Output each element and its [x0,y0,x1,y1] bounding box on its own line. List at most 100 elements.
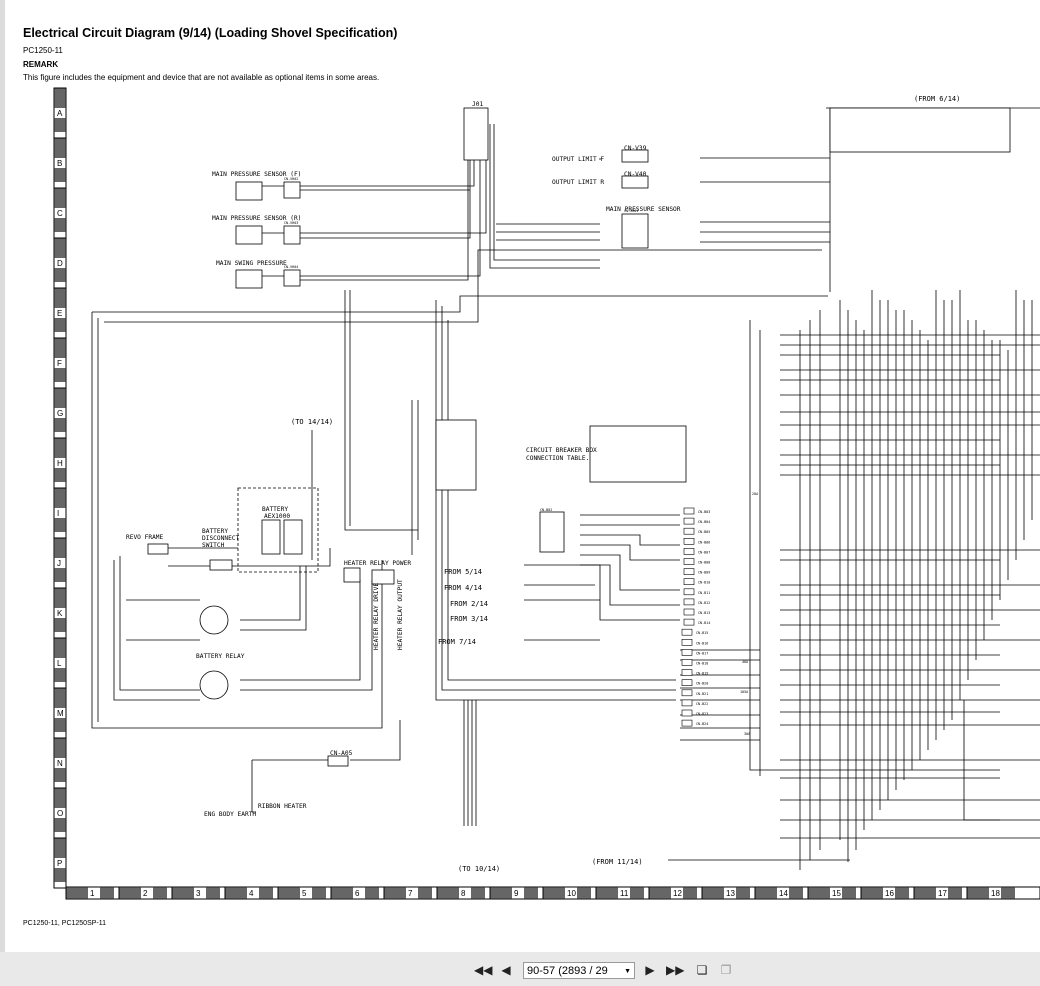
pdf-toolbar: ◀◀ ◀ 90-57 (2893 / 29 ▼ ▶ ▶▶ ❏ ❐ [0,952,1040,986]
column-label: 10 [567,889,576,898]
breaker-connector-label: CN-B14 [698,621,710,625]
column-label: 15 [832,889,841,898]
wiring [91,107,1040,870]
breaker-connector-label: CN-B17 [696,651,708,655]
next-page-icon[interactable]: ▶ [645,963,655,977]
breaker-connector-label: CN-B12 [698,601,710,605]
from-4-label: FROM 4/14 [444,584,482,592]
page-number-dropdown[interactable]: 90-57 (2893 / 29 ▼ [523,962,635,979]
heater-relay-drive-label: HEATER RELAY DRIVE [373,583,380,650]
circuit-breaker-box-label: CIRCUIT BREAKER BOX [526,447,597,454]
amp-20a-label: 20A [752,492,758,496]
cn-a05-label: CN-A05 [330,750,353,757]
page-footer: PC1250-11, PC1250SP-11 [23,920,107,927]
from-2-label: FROM 2/14 [450,600,488,608]
breaker-connector-label: CN-B03 [698,510,710,514]
connection-table-label: CONNECTION TABLE. [526,455,589,462]
battery-model-label: AEX1000 [264,513,290,520]
from-11-label: (FROM 11/14) [592,858,643,866]
breaker-connector-label: CN-B04 [698,520,710,524]
cn-vh03-label: CN-VH03 [284,221,298,225]
to-14-label: (TO 14/14) [291,418,333,426]
main-pressure-sensor-r-label: MAIN PRESSURE SENSOR (R) [212,215,301,222]
heater-relay-power-label: HEATER RELAY POWER [344,560,411,567]
column-label: 14 [779,889,788,898]
battery-label: BATTERY [262,506,288,513]
breaker-connector-label: CN-B18 [696,662,708,666]
row-label: G [57,409,63,418]
page-view-icon[interactable]: ❏ [696,963,708,977]
column-label: 7 [408,889,413,898]
row-label: E [57,309,62,318]
column-label: 8 [461,889,466,898]
breaker-connector-label: CN-B13 [698,611,710,615]
row-label: C [57,209,63,218]
from-7-label: FROM 7/14 [438,638,476,646]
column-label: 17 [938,889,947,898]
main-pressure-sensor-label: MAIN PRESSURE SENSOR [606,206,681,213]
breaker-connector-label: CN-B23 [696,712,708,716]
disconnect-label: DISCONNECT [202,535,240,542]
from-6-label: (FROM 6/14) [914,95,960,103]
main-swing-pressure-label: MAIN SWING PRESSURE [216,260,287,267]
battery-disconnect-label: BATTERY [202,528,228,535]
row-label: B [57,159,62,168]
breaker-connector-label: CN-B09 [698,571,710,575]
cn-vh01-label: CN-VH01 [624,209,638,213]
column-label: 9 [514,889,519,898]
last-page-icon[interactable]: ▶▶ [666,963,685,977]
from-3-label: FROM 3/14 [450,615,488,623]
row-label: K [57,609,63,618]
revo-frame-label: REVO FRAME [126,534,164,541]
switch-label: SWITCH [202,542,225,549]
column-label: 5 [302,889,307,898]
prev-page-icon[interactable]: ◀ [501,963,511,977]
column-label: 18 [991,889,1000,898]
breaker-connector-label: CN-B21 [696,692,708,696]
connector-j01: J01 [472,101,483,108]
breaker-connector-label: CN-B16 [696,641,708,645]
battery-relay-label: BATTERY RELAY [196,653,245,660]
row-label: L [57,659,62,668]
page-number-text: 90-57 (2893 / 29 [527,965,608,977]
row-label: I [57,509,59,518]
row-label: N [57,759,63,768]
row-label: P [57,859,62,868]
breaker-connector-label: CN-B06 [698,540,710,544]
breaker-connector-label: CN-B19 [696,672,708,676]
column-label: 6 [355,889,360,898]
first-page-icon[interactable]: ◀◀ [474,963,493,977]
column-label: 4 [249,889,254,898]
row-label: M [57,709,64,718]
heater-relay-output-label: HEATER RELAY OUTPUT [397,579,404,650]
chevron-down-icon: ▼ [624,968,631,975]
column-label: 1 [90,889,95,898]
column-label: 2 [143,889,148,898]
breaker-connector-label: CN-B15 [696,631,708,635]
breaker-connector-label: CN-B10 [698,581,710,585]
row-label: A [57,109,63,118]
from-5-label: FROM 5/14 [444,568,482,576]
model-number: PC1250-11 [23,46,63,55]
amp-30a-label: 30A [744,732,750,736]
duplicate-page-icon[interactable]: ❐ [720,963,732,977]
to-10-label: (TO 10/14) [458,865,500,873]
document-page [5,0,1040,952]
breaker-connector-label: CN-B22 [696,702,708,706]
amp-105a-label: 105A [740,690,748,694]
breaker-connector-label: CN-B24 [696,722,708,726]
column-label: 11 [620,889,629,898]
row-label: D [57,259,63,268]
breaker-connector-label: CN-B07 [698,550,710,554]
breaker-connector-label: CN-B20 [696,682,708,686]
page-title: Electrical Circuit Diagram (9/14) (Loadi… [23,26,398,40]
cn-v39-label: CN-V39 [624,145,647,152]
column-label: 16 [885,889,894,898]
output-limit-r-label: OUTPUT LIMIT R [552,179,604,186]
breaker-connector-labels: CN-B03CN-B04CN-B05CN-B06CN-B07CN-B08CN-B… [681,507,710,727]
cn-v40-label: CN-V40 [624,171,647,178]
eng-body-earth-label: ENG BODY EARTH [204,811,256,818]
ribbon-heater-label: RIBBON HEATER [258,803,307,810]
